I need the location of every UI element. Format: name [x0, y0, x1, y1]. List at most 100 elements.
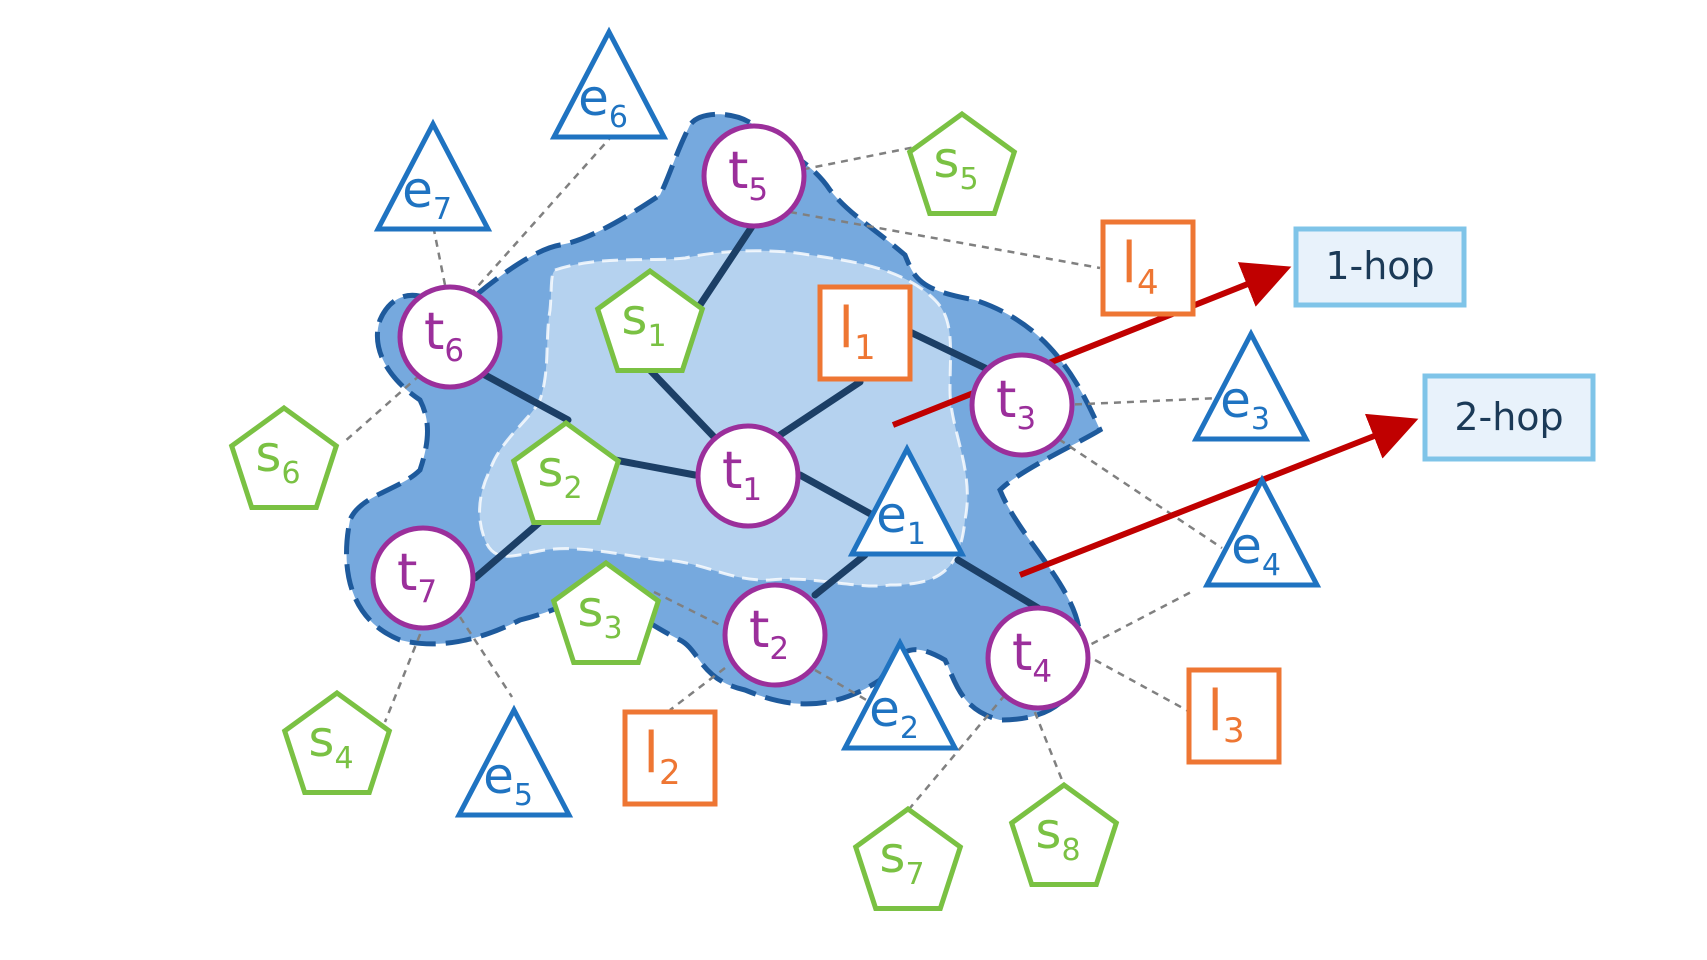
triangle-shape — [1202, 474, 1322, 588]
node-label-base: l — [838, 296, 854, 361]
node-label: s5 — [933, 131, 978, 197]
node-s5: s5 — [906, 110, 1018, 216]
node-e6: e6 — [549, 26, 669, 140]
edge-t6-e6 — [469, 137, 611, 296]
edge-t2-s3 — [649, 588, 731, 632]
node-label-base: e — [1231, 517, 1262, 575]
node-label-base: s — [879, 826, 905, 884]
node-e2: e2 — [840, 637, 960, 751]
node-label-sub: 1 — [907, 517, 926, 552]
node-label-sub: 1 — [854, 328, 876, 368]
node-label-base: s — [537, 440, 563, 498]
pentagon-shape — [228, 404, 340, 510]
pentagon-shape — [594, 267, 706, 373]
square-shape — [817, 284, 913, 382]
square-shape — [1100, 219, 1196, 317]
edge-t7-s2 — [471, 518, 544, 582]
node-t1: t1 — [695, 423, 801, 529]
node-label-base: e — [869, 680, 900, 738]
node-label: t4 — [1012, 623, 1052, 690]
node-label-sub: 5 — [959, 162, 978, 197]
node-label: t7 — [397, 543, 437, 610]
node-l3: l3 — [1186, 667, 1282, 765]
node-label: s4 — [308, 710, 353, 776]
circle-shape — [701, 123, 807, 229]
edge-t4-e4 — [1079, 588, 1196, 652]
node-label-base: t — [749, 600, 769, 660]
node-label-sub: 2 — [900, 711, 919, 746]
edge-t5-s5 — [789, 143, 926, 174]
edge-t7-s4 — [383, 621, 427, 723]
node-label: t6 — [424, 302, 464, 369]
node-label-base: e — [1220, 371, 1251, 429]
pentagon-shape — [510, 419, 622, 525]
one-hop-arrow — [891, 262, 1292, 428]
node-label: e3 — [1220, 371, 1270, 437]
node-label-sub: 3 — [1251, 402, 1270, 437]
node-label: s8 — [1035, 802, 1080, 868]
pentagon-shape — [906, 110, 1018, 216]
circle-shape — [370, 525, 476, 631]
edge-s1-t1 — [644, 364, 719, 442]
node-label: l1 — [838, 296, 875, 368]
node-label-sub: 7 — [905, 857, 924, 892]
solid-edges — [471, 221, 1042, 612]
pentagon-shape — [281, 689, 393, 795]
node-label-base: l — [643, 721, 659, 786]
node-label: s3 — [577, 580, 622, 646]
node-s3: s3 — [550, 559, 662, 665]
edge-t7-e5 — [458, 616, 514, 698]
node-label-sub: 2 — [769, 631, 789, 667]
node-label: l4 — [1121, 231, 1158, 303]
node-label-sub: 3 — [1223, 711, 1245, 751]
node-e5: e5 — [454, 704, 574, 818]
triangle-shape — [847, 443, 967, 557]
node-s6: s6 — [228, 404, 340, 510]
edge-s2-t1 — [611, 456, 699, 479]
edge-t5-s1 — [694, 221, 757, 312]
node-label: t5 — [728, 141, 768, 208]
node-t5: t5 — [701, 123, 807, 229]
node-label-base: s — [308, 710, 334, 768]
circle-shape — [397, 284, 503, 390]
node-label-base: e — [876, 486, 907, 544]
circle-shape — [722, 582, 828, 688]
node-label-sub: 2 — [659, 753, 681, 793]
node-label-base: s — [577, 580, 603, 638]
pentagon-shape — [852, 805, 964, 911]
node-label-sub: 4 — [1262, 548, 1281, 583]
node-label-base: t — [397, 543, 417, 603]
two-hop-label: 2-hop — [1454, 395, 1563, 439]
node-s7: s7 — [852, 805, 964, 911]
node-s4: s4 — [281, 689, 393, 795]
triangle-shape — [373, 118, 493, 232]
node-label-sub: 4 — [334, 741, 353, 776]
edge-t3-e3 — [1061, 396, 1221, 407]
edge-t4-s8 — [1028, 699, 1064, 781]
node-s8: s8 — [1008, 781, 1120, 887]
node-label-base: t — [722, 441, 742, 501]
node-t7: t7 — [370, 525, 476, 631]
node-label-sub: 6 — [444, 333, 464, 369]
node-label-sub: 2 — [563, 471, 582, 506]
node-label: s6 — [255, 425, 300, 491]
node-label-sub: 3 — [1016, 401, 1036, 437]
node-t6: t6 — [397, 284, 503, 390]
circle-shape — [985, 605, 1091, 711]
node-label: t3 — [996, 370, 1036, 437]
edge-t4-s7 — [909, 694, 1006, 809]
node-label-base: t — [1012, 623, 1032, 683]
node-label-sub: 7 — [417, 574, 437, 610]
node-label-base: s — [933, 131, 959, 189]
node-label: s7 — [879, 826, 924, 892]
square-shape — [622, 709, 718, 807]
edge-t4-l3 — [1094, 658, 1191, 714]
node-e3: e3 — [1191, 328, 1311, 442]
edge-e1-t2 — [811, 551, 869, 599]
node-label-sub: 3 — [603, 611, 622, 646]
triangle-shape — [454, 704, 574, 818]
node-l4: l4 — [1100, 219, 1196, 317]
node-label: e5 — [483, 747, 533, 813]
one-hop-label: 1-hop — [1325, 244, 1434, 288]
